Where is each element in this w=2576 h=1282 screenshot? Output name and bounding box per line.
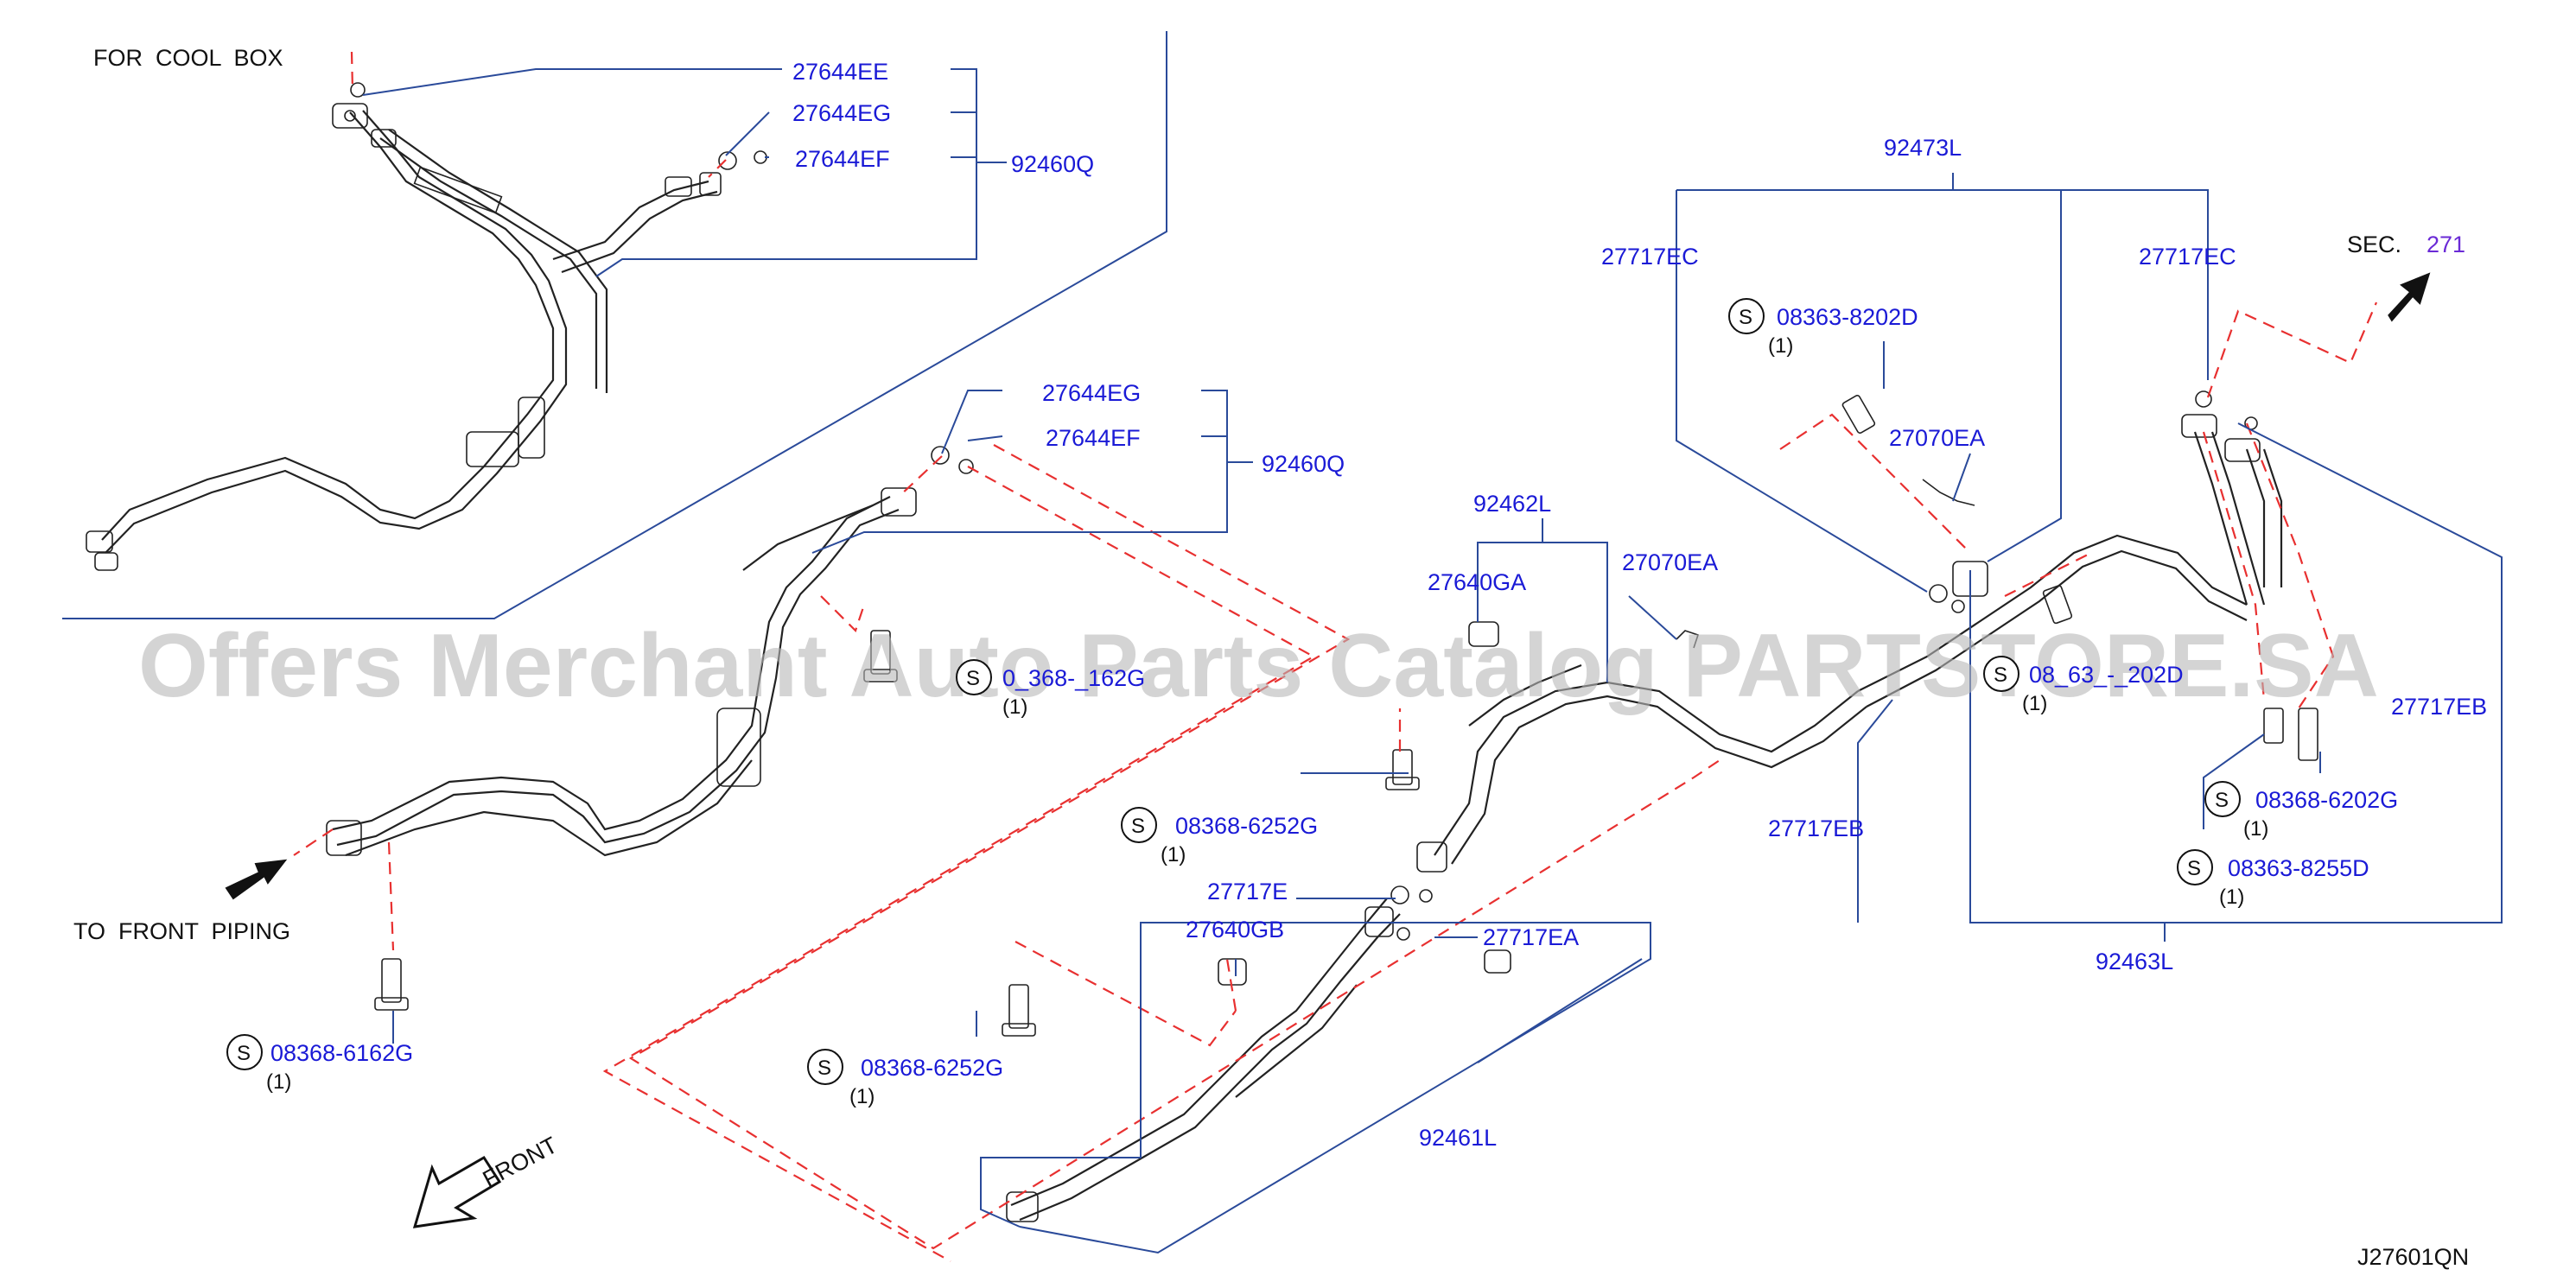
front-piping-label: TO FRONT PIPING [73,918,290,944]
leader-lines [362,68,2503,1254]
svg-text:08368-6162G: 08368-6162G [270,1040,413,1066]
dashed-guides [293,51,2378,1262]
svg-text:S: S [1739,306,1752,329]
callout-27717EB-right[interactable]: 27717EB [2391,694,2487,720]
svg-text:S: S [2187,857,2201,880]
callout-27717EB-left[interactable]: 27717EB [1768,816,1864,841]
callout-27644EG-inset[interactable]: 27644EG [792,100,891,126]
diagram-code: J27601QN [2357,1244,2469,1270]
cool-box-pipe-assembly [86,82,767,571]
sec-arrow-icon [2388,272,2431,322]
svg-text:(1): (1) [2022,692,2047,715]
callout-92463L[interactable]: 92463L [2096,949,2173,974]
callout-27717EC-right[interactable]: 27717EC [2139,244,2236,270]
callout-27640GA[interactable]: 27640GA [1428,569,1526,595]
sec-label: SEC. [2347,232,2401,257]
callout-27644EE[interactable]: 27644EE [792,59,888,85]
callout-27717EA[interactable]: 27717EA [1483,924,1579,950]
callout-92460Q[interactable]: 92460Q [1262,451,1345,477]
inset-frame [62,31,1167,619]
callout-92460Q-inset[interactable]: 92460Q [1011,151,1094,177]
svg-text:(1): (1) [2243,817,2268,841]
svg-text:(1): (1) [849,1085,875,1108]
svg-text:S: S [1994,663,2007,687]
front-piping-arrow-icon [225,859,288,900]
callout-92461L[interactable]: 92461L [1419,1125,1497,1151]
svg-text:08368-6252G: 08368-6252G [1175,813,1318,839]
bolt-callout-08363-8255D[interactable]: S 08363-8255D (1) [2177,849,2369,909]
svg-text:08363-8202D: 08363-8202D [1777,304,1918,330]
bolt-callout-08363-8202D-lower[interactable]: S 08_63_-_202D (1) [1983,656,2184,715]
svg-text:08368-6202G: 08368-6202G [2255,787,2398,813]
callout-27644EF-inset[interactable]: 27644EF [795,146,890,172]
callout-92462L[interactable]: 92462L [1473,491,1551,517]
svg-text:0_368-_162G: 0_368-_162G [1002,665,1145,691]
callout-27640GB[interactable]: 27640GB [1186,917,1284,942]
bolt-callout-08363-8202D[interactable]: S 08363-8202D (1) [1728,298,1918,358]
sec-number: 271 [2427,232,2465,257]
right-pipe-assembly [1676,390,2283,708]
svg-text:(1): (1) [266,1070,291,1094]
underfloor-pipe-assembly [1006,621,1867,1222]
bolt-callout-08368-6162G-center[interactable]: S 0_368-_162G (1) [956,659,1145,719]
front-direction-arrow-icon [412,1155,502,1228]
svg-text:S: S [2215,789,2229,812]
svg-text:08363-8255D: 08363-8255D [2228,855,2369,881]
callout-27070EA-center[interactable]: 27070EA [1622,549,1718,575]
svg-text:08_63_-_202D: 08_63_-_202D [2029,662,2184,688]
svg-text:(1): (1) [1161,843,1186,866]
svg-text:(1): (1) [2219,885,2244,909]
svg-text:(1): (1) [1002,695,1027,719]
rear-pipe-assembly [326,446,974,857]
bolt-callout-08368-6252G-lower[interactable]: S 08368-6252G (1) [807,1049,1003,1108]
svg-text:S: S [966,667,980,690]
svg-text:S: S [237,1042,251,1065]
bolt-shapes [374,394,2318,1037]
svg-text:(1): (1) [1768,334,1793,358]
svg-text:08368-6252G: 08368-6252G [861,1055,1003,1081]
callout-27644EG[interactable]: 27644EG [1042,380,1141,406]
callout-27717E[interactable]: 27717E [1207,879,1288,904]
svg-text:S: S [817,1057,831,1080]
bolt-callout-08368-6202G[interactable]: S 08368-6202G (1) [2204,781,2398,841]
cool-box-label: FOR COOL BOX [93,45,283,71]
callout-27717EC-left[interactable]: 27717EC [1601,244,1699,270]
callout-92473L[interactable]: 92473L [1884,135,1962,161]
callout-27644EF[interactable]: 27644EF [1046,425,1141,451]
svg-text:S: S [1131,815,1145,838]
bolt-callout-08368-6252G-upper[interactable]: S 08368-6252G (1) [1121,807,1318,866]
front-label: FRONT [479,1132,562,1192]
callout-27070EA-right[interactable]: 27070EA [1889,425,1985,451]
bolt-callout-08368-6162G-left[interactable]: S 08368-6162G (1) [226,1034,413,1094]
